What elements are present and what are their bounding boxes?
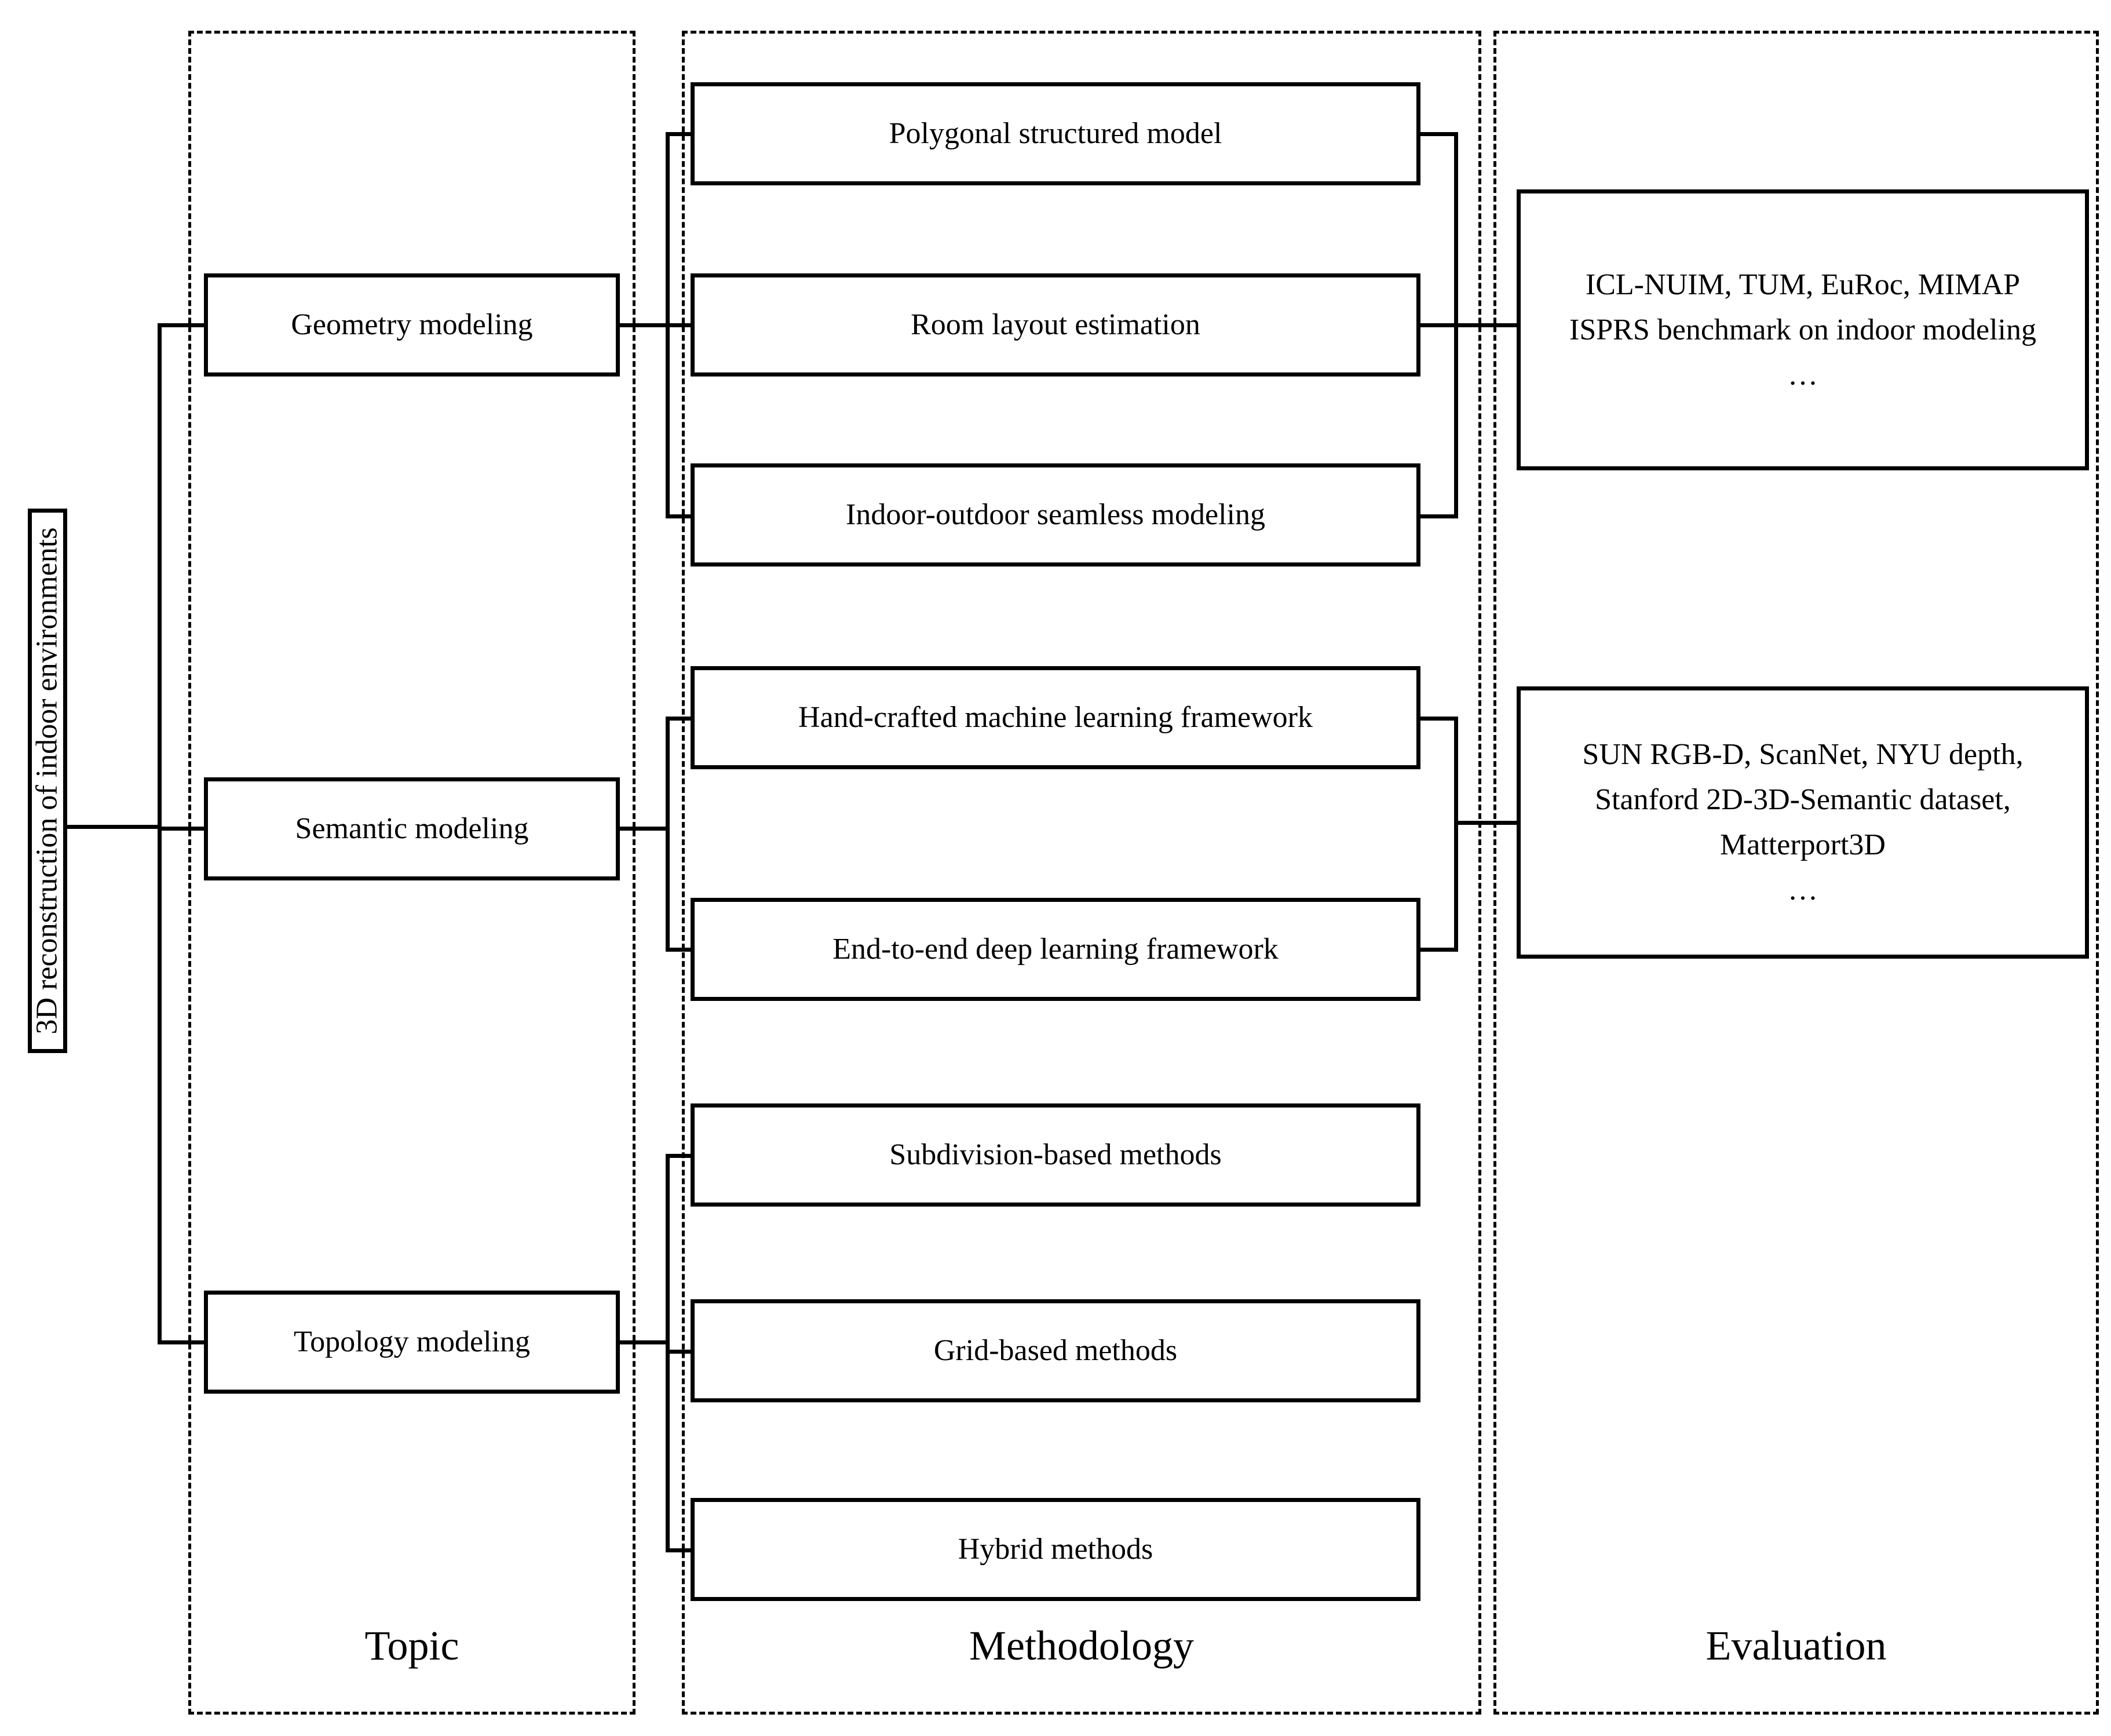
methodology-node-end-to-end-deep-learning-framework[interactable]: End-to-end deep learning framework xyxy=(691,898,1420,1001)
methodology-node-label: End-to-end deep learning framework xyxy=(832,932,1279,966)
methodology-node-hybrid-methods[interactable]: Hybrid methods xyxy=(691,1498,1420,1601)
connector-root-to-topic-3 xyxy=(158,1340,207,1344)
connector-to-evaluation-box-1 xyxy=(1454,323,1529,327)
column-label-methodology: Methodology xyxy=(969,1622,1194,1669)
connector-geometry-to-m1 xyxy=(666,132,695,136)
connector-geometry-to-m2 xyxy=(666,323,695,327)
connector-geometry-to-m3 xyxy=(666,514,695,518)
connector-semantic-to-m5 xyxy=(666,948,695,952)
methodology-node-label: Subdivision-based methods xyxy=(889,1138,1222,1171)
evaluation-node-line: … xyxy=(1788,874,1818,907)
column-label-evaluation: Evaluation xyxy=(1705,1622,1887,1669)
evaluation-node-line: SUN RGB-D, ScanNet, NYU depth, xyxy=(1582,738,2024,771)
evaluation-node-geometry-datasets[interactable]: ICL-NUIM, TUM, EuRoc, MIMAP ISPRS benchm… xyxy=(1517,189,2089,470)
column-frame-evaluation xyxy=(1493,31,2099,1715)
bracket-evaluation-group-2 xyxy=(1454,717,1458,952)
evaluation-node-line: Stanford 2D-3D-Semantic dataset, xyxy=(1595,783,2011,816)
methodology-node-subdivision-based-methods[interactable]: Subdivision-based methods xyxy=(691,1103,1420,1207)
root-node-label: 3D reconstruction of indoor environments xyxy=(31,527,64,1035)
connector-m4-out xyxy=(1420,717,1458,721)
connector-geometry-out xyxy=(620,323,670,327)
methodology-node-indoor-outdoor-seamless-modeling[interactable]: Indoor-outdoor seamless modeling xyxy=(691,463,1420,567)
connector-m3-out xyxy=(1420,514,1458,518)
connector-m1-out xyxy=(1420,132,1458,136)
topic-node-label: Topology modeling xyxy=(293,1325,530,1358)
evaluation-node-line: Matterport3D xyxy=(1720,828,1886,861)
column-label-topic: Topic xyxy=(364,1622,459,1669)
methodology-node-label: Grid-based methods xyxy=(933,1333,1178,1367)
methodology-node-label: Polygonal structured model xyxy=(889,116,1222,150)
connector-to-evaluation-box-2 xyxy=(1454,821,1529,825)
methodology-node-label: Hybrid methods xyxy=(958,1532,1153,1566)
methodology-node-grid-based-methods[interactable]: Grid-based methods xyxy=(691,1299,1420,1402)
connector-topology-to-m7 xyxy=(666,1350,695,1354)
methodology-node-polygonal-structured-model[interactable]: Polygonal structured model xyxy=(691,82,1420,185)
methodology-node-room-layout-estimation[interactable]: Room layout estimation xyxy=(691,273,1420,377)
connector-topology-to-m8 xyxy=(666,1548,695,1552)
methodology-node-label: Room layout estimation xyxy=(911,308,1200,341)
topic-node-label: Geometry modeling xyxy=(291,308,533,341)
evaluation-node-line: … xyxy=(1788,358,1818,392)
column-frame-methodology xyxy=(682,31,1481,1715)
column-frame-topic xyxy=(188,31,636,1715)
topic-node-semantic-modeling[interactable]: Semantic modeling xyxy=(204,777,620,880)
connector-topology-to-m6 xyxy=(666,1154,695,1158)
bracket-semantic xyxy=(666,717,670,952)
connector-m5-out xyxy=(1420,948,1458,952)
connector-root-to-topic-2 xyxy=(158,827,207,831)
connector-root-stub xyxy=(67,825,161,829)
connector-root-to-topic-1 xyxy=(158,323,207,327)
connector-root-trunk xyxy=(158,325,162,1344)
evaluation-node-semantic-datasets[interactable]: SUN RGB-D, ScanNet, NYU depth, Stanford … xyxy=(1517,686,2089,959)
connector-semantic-to-m4 xyxy=(666,717,695,721)
topic-node-geometry-modeling[interactable]: Geometry modeling xyxy=(204,273,620,377)
methodology-node-label: Hand-crafted machine learning framework xyxy=(798,700,1313,734)
connector-semantic-out xyxy=(620,827,670,831)
methodology-node-hand-crafted-machine-learning-framework[interactable]: Hand-crafted machine learning framework xyxy=(691,666,1420,769)
evaluation-node-line: ISPRS benchmark on indoor modeling xyxy=(1569,313,2036,346)
root-node[interactable]: 3D reconstruction of indoor environments xyxy=(28,509,67,1053)
connector-topology-out xyxy=(620,1340,670,1344)
topic-node-topology-modeling[interactable]: Topology modeling xyxy=(204,1291,620,1394)
topic-node-label: Semantic modeling xyxy=(295,812,529,845)
connector-m2-out xyxy=(1420,323,1458,327)
evaluation-node-line: ICL-NUIM, TUM, EuRoc, MIMAP xyxy=(1585,268,2021,301)
methodology-node-label: Indoor-outdoor seamless modeling xyxy=(846,498,1265,531)
